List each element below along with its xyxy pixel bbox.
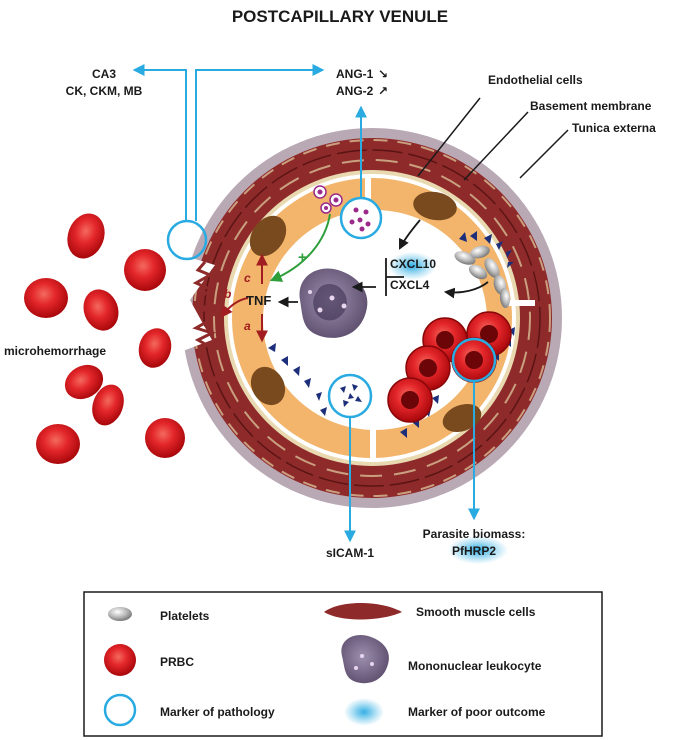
nucleus: [442, 403, 482, 433]
prbc: [387, 377, 433, 423]
rbc: [124, 249, 166, 291]
marker-ca3: CA3: [92, 67, 116, 81]
marker-ang1: ANG-1: [336, 67, 374, 81]
platelet: [470, 245, 490, 259]
legend-platelet-icon: [108, 607, 132, 621]
structure-pointer-lines: [417, 97, 569, 181]
platelet: [468, 264, 488, 280]
chemokine-arrows: [277, 219, 489, 308]
legend-marker-poor-outcome: Marker of poor outcome: [408, 705, 546, 719]
platelet: [484, 258, 500, 278]
label-basement-membrane: Basement membrane: [530, 99, 652, 113]
parasite-biomass-label: Parasite biomass:: [423, 527, 526, 541]
nucleus: [413, 191, 457, 221]
platelet-aggregate: [454, 245, 511, 308]
marker-circle-sicam: [327, 373, 373, 419]
legend-marker-pathology: Marker of pathology: [160, 705, 275, 719]
marker-circle-ang: [339, 196, 383, 240]
vessel-rupture: [192, 261, 216, 350]
nucleus: [249, 215, 287, 257]
prbc-cluster: [387, 311, 512, 423]
rbc: [92, 384, 124, 426]
marker-pfhrp2: PfHRP2: [452, 544, 496, 558]
legend-smooth-muscle-icon: [324, 603, 402, 620]
marker-ang2: ANG-2: [336, 84, 374, 98]
ang2-up-arrow: ↗: [378, 84, 388, 98]
green-plus: +: [298, 249, 307, 266]
ang1-down-arrow: ↘: [378, 67, 388, 81]
pathway-a: a: [244, 319, 251, 333]
label-tunica-externa: Tunica externa: [572, 121, 656, 135]
legend-mononuclear-leukocyte: Mononuclear leukocyte: [408, 659, 542, 673]
tnf-pathway-arrows: [220, 213, 331, 343]
rbc: [36, 424, 80, 464]
poor-outcome-glow-cxcl10: [388, 252, 436, 280]
poor-outcome-glow-pfhrp2: [448, 536, 508, 564]
rbc: [67, 213, 105, 259]
platelet: [454, 251, 476, 265]
microhemorrhage-label: microhemorrhage: [4, 344, 106, 358]
legend-smooth-muscle: Smooth muscle cells: [416, 605, 536, 619]
legend-marker-outcome-icon: [344, 698, 384, 726]
rbc: [138, 328, 172, 368]
pathway-b: b: [224, 287, 231, 301]
rbc: [24, 278, 68, 318]
diagram-title: POSTCAPILLARY VENULE: [232, 7, 448, 26]
marker-ck-ckm-mb: CK, CKM, MB: [66, 84, 143, 98]
legend-mononuclear-icon: [341, 634, 389, 684]
rbc: [64, 364, 104, 400]
mononuclear-leukocyte: [299, 268, 368, 338]
microhemorrhage-rbcs: [24, 213, 185, 464]
platelet: [499, 288, 511, 308]
rbc: [83, 289, 119, 331]
marker-arrows: [132, 64, 480, 543]
marker-cxcl4: CXCL4: [390, 278, 430, 292]
pathway-c: c: [244, 271, 251, 285]
label-endothelial-cells: Endothelial cells: [488, 73, 583, 87]
marker-sicam1: sICAM-1: [326, 546, 374, 560]
rbc: [145, 418, 185, 458]
receptor-knobs: [268, 231, 515, 438]
marker-tnf: TNF: [246, 293, 271, 308]
legend-prbc: PRBC: [160, 655, 194, 669]
legend-marker-pathology-icon: [103, 693, 137, 727]
marker-cxcl10: CXCL10: [390, 257, 436, 271]
granules: [313, 185, 343, 214]
legend-prbc-icon: [104, 644, 136, 676]
legend-platelets: Platelets: [160, 609, 210, 623]
legend: Platelets Smooth muscle cells PRBC Monon…: [83, 591, 603, 737]
nucleus: [250, 366, 286, 406]
